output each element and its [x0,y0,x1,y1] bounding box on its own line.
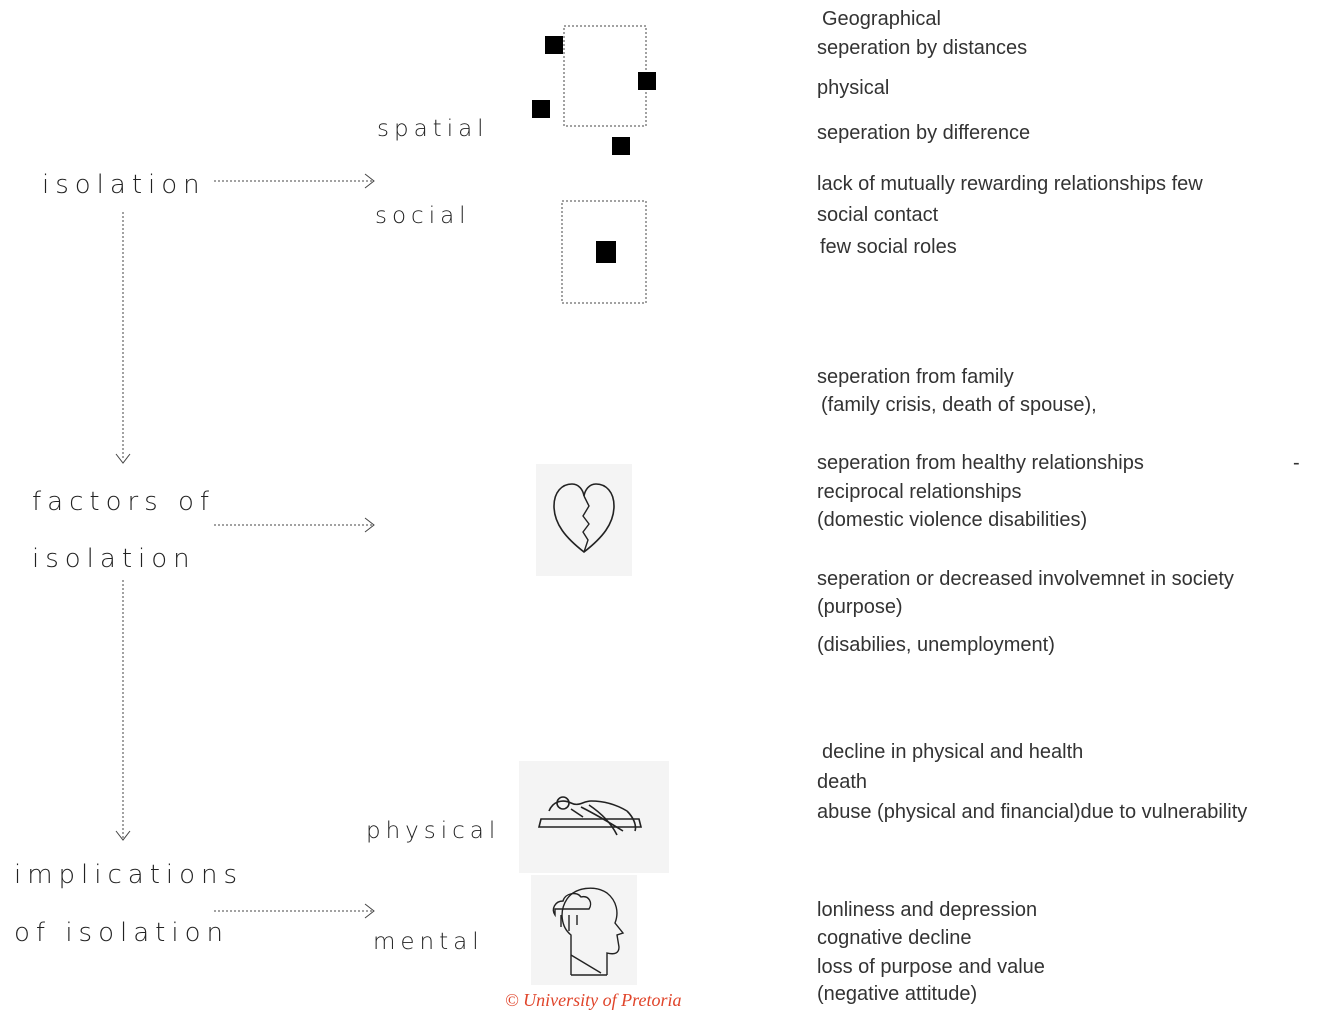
scattered-squares-icon [532,25,656,155]
desc-mental-4: (negative attitude) [817,983,978,1005]
broken-heart-icon [536,464,632,576]
desc-social-2: social contact [817,204,939,226]
desc-mental-1: lonliness and depression [817,899,1038,921]
desc-spatial-2: seperation by distances [817,37,1028,59]
heading-implications-line1: implications [14,860,244,890]
desc-spatial-3: physical [817,77,890,99]
heading-implications-line2: of isolation [14,918,229,948]
desc-factors-1: seperation from family [817,366,1014,388]
desc-factors-3: seperation from healthy relationships [817,452,1144,474]
desc-factors-6: seperation or decreased involvemnet in s… [817,568,1234,590]
desc-spatial-1: Geographical [822,8,941,30]
desc-mental-3: loss of purpose and value [817,956,1045,978]
lying-person-icon [519,761,669,873]
desc-physical-2: death [817,771,868,793]
desc-social-3: few social roles [820,236,957,258]
category-physical: physical [366,818,501,844]
credit-text: © University of Pretoria [505,990,682,1010]
category-spatial: spatial [377,116,489,142]
heading-factors-line1: factors of [32,487,216,517]
single-square-icon [561,200,647,304]
desc-factors-2: (family crisis, death of spouse), [821,394,1097,416]
desc-factors-5: (domestic violence disabilities) [817,509,1088,531]
desc-spatial-4: seperation by difference [817,122,1031,144]
category-social: social [375,203,471,229]
desc-physical-1: decline in physical and health [822,741,1084,763]
category-mental: mental [373,929,484,955]
heading-factors-line2: isolation [32,544,196,574]
desc-factors-4: reciprocal relationships [817,481,1022,503]
desc-social-1: lack of mutually rewarding relationships… [817,173,1203,195]
desc-mental-2: cognative decline [817,927,972,949]
heading-isolation: isolation [42,170,206,200]
head-rain-icon [531,875,637,985]
desc-factors-7: (purpose) [817,596,903,618]
desc-physical-3: abuse (physical and financial)due to vul… [817,801,1248,823]
desc-factors-dash: - [1293,452,1300,474]
desc-factors-8: (disabilies, unemployment) [817,634,1055,656]
